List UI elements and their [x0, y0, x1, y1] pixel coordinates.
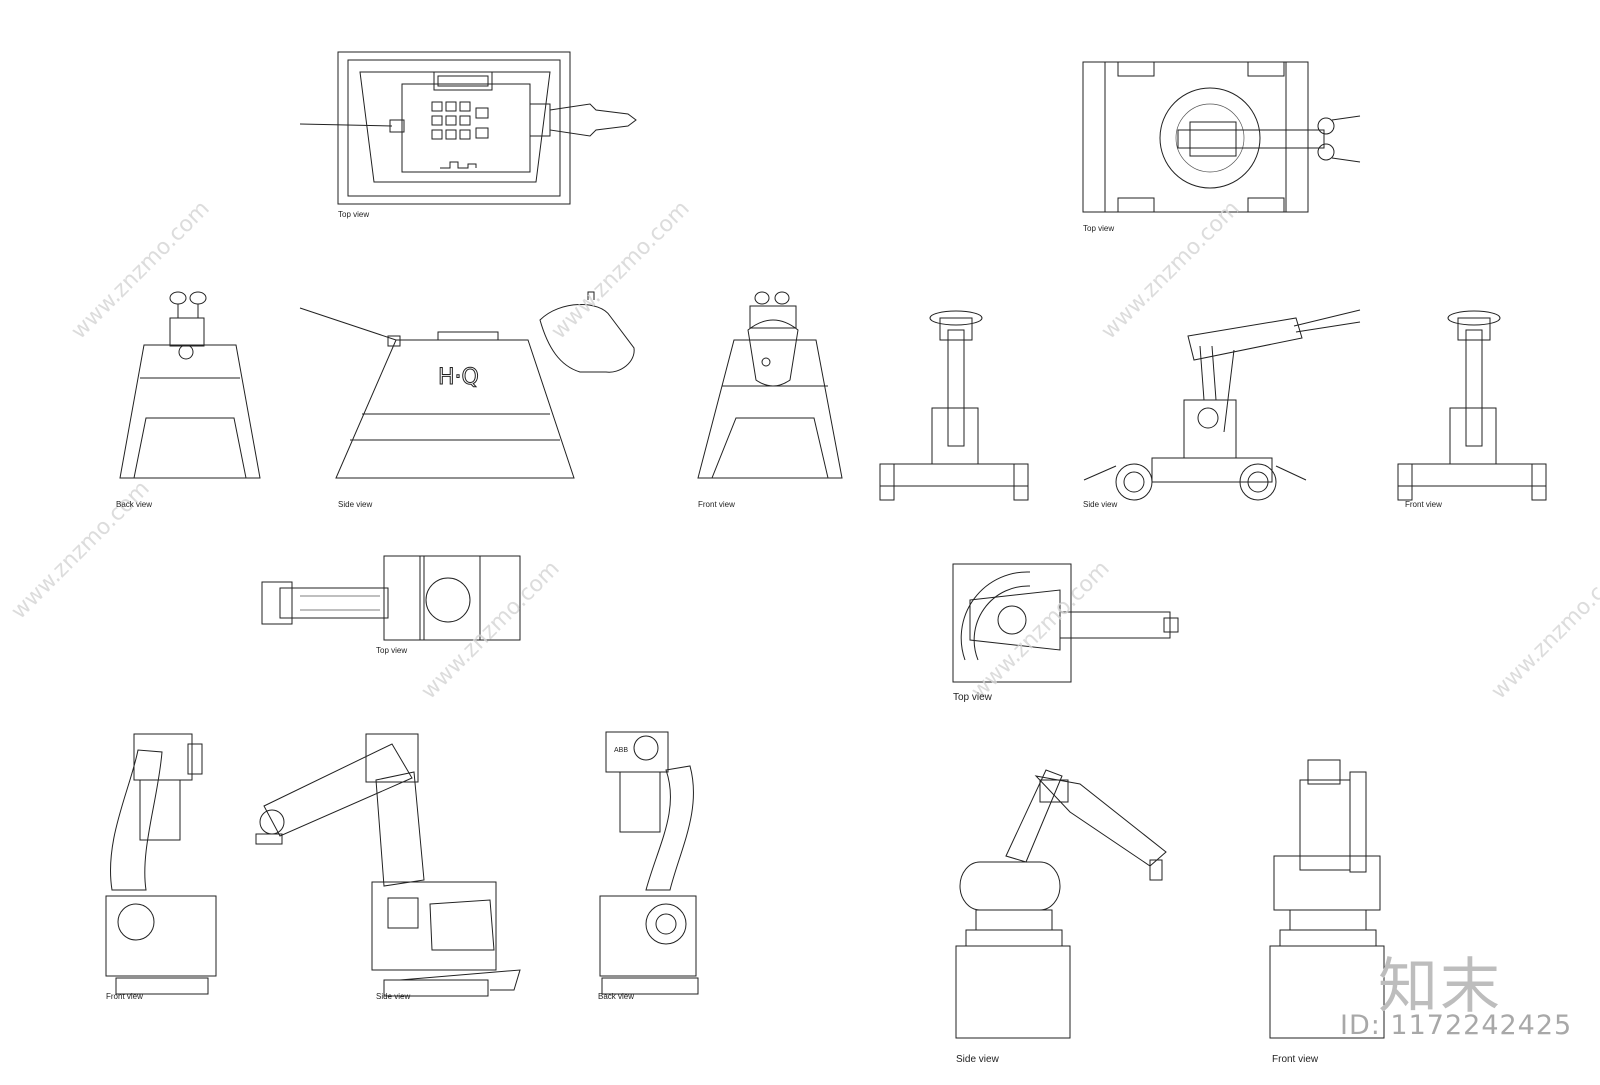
watermark-tile: www.znzmo.com: [67, 196, 215, 344]
caption-industrial-front: Front view: [106, 992, 143, 1001]
watermark-tiles: www.znzmo.com www.znzmo.com www.znzmo.co…: [7, 196, 1600, 704]
watermark-brand-logo: 知末: [1378, 952, 1502, 1022]
caption-pedestal-side: Side view: [956, 1054, 999, 1065]
watermark-id: ID: 1172242425: [1340, 1010, 1573, 1041]
k9-back-view: [120, 292, 260, 478]
caption-cart-top: Top view: [1083, 224, 1115, 233]
cart-top-view: [1083, 62, 1360, 212]
caption-cart-front: Front view: [1405, 500, 1442, 509]
caption-k9-back: Back view: [116, 500, 153, 509]
caption-pedestal-top: Top view: [953, 692, 992, 703]
watermark-tile: www.znzmo.com: [547, 196, 695, 344]
caption-k9-top: Top view: [338, 210, 370, 219]
caption-pedestal-front: Front view: [1272, 1054, 1319, 1065]
k9-front-view: [698, 292, 842, 478]
watermark-tile: www.znzmo.com: [1097, 196, 1245, 344]
caption-k9-front: Front view: [698, 500, 735, 509]
industrial-robot-side-view: [256, 734, 520, 996]
cart-front-view-right: [1398, 311, 1546, 500]
pedestal-side-view: [956, 770, 1166, 1038]
industrial-robot-back-view: ABB: [600, 732, 698, 994]
watermark-tile: www.znzmo.com: [1487, 556, 1600, 704]
caption-cart-side: Side view: [1083, 500, 1118, 509]
industrial-robot-front-view: [106, 734, 216, 994]
keypad: [432, 102, 488, 139]
pedestal-front-view: [1270, 760, 1384, 1038]
caption-k9-side: Side view: [338, 500, 373, 509]
watermark-tile: www.znzmo.com: [7, 476, 155, 624]
k9-name-label: H·Q: [438, 365, 479, 390]
cart-front-view-left: [880, 311, 1028, 500]
cart-side-view: [1084, 310, 1360, 500]
k9-side-view: H·Q: [300, 292, 634, 478]
watermark-tile: www.znzmo.com: [417, 556, 565, 704]
pedestal-top-view: [953, 564, 1178, 682]
caption-industrial-side: Side view: [376, 992, 411, 1001]
caption-industrial-top: Top view: [376, 646, 408, 655]
abb-label: ABB: [614, 747, 628, 754]
industrial-robot-top-view: [262, 556, 520, 640]
k9-top-view: [300, 52, 636, 204]
caption-industrial-back: Back view: [598, 992, 635, 1001]
